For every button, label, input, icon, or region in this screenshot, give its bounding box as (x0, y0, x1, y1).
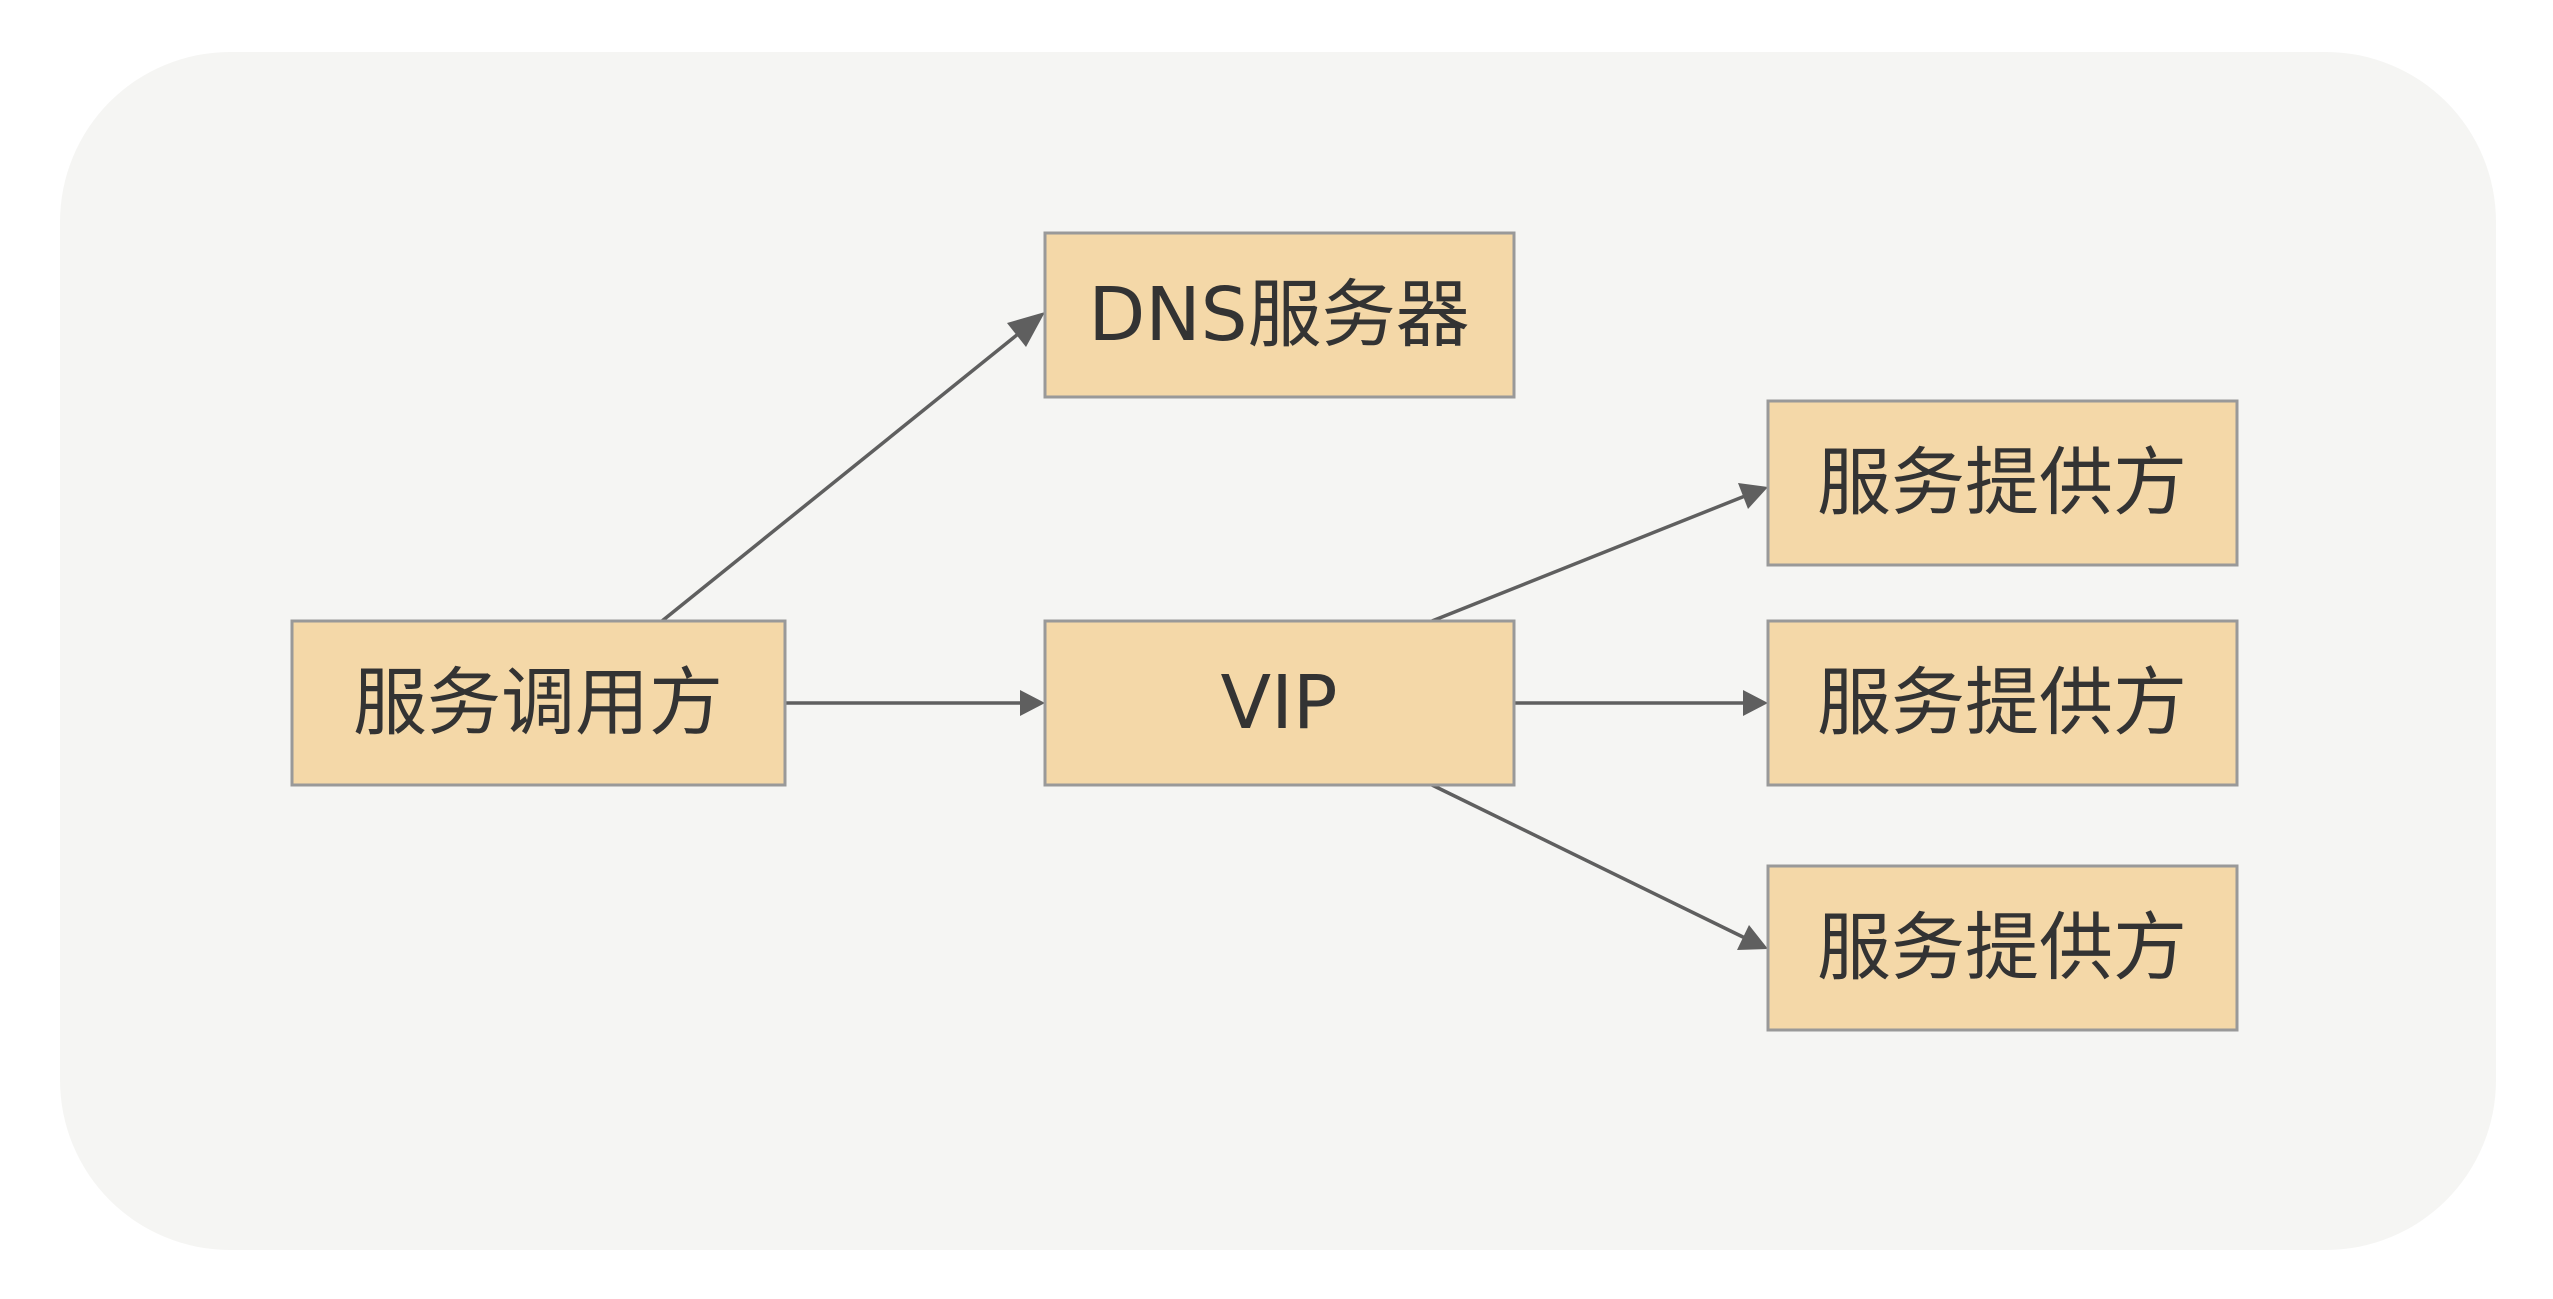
node-caller-box (290, 619, 787, 787)
edge-vip-to-provider-2 (1514, 690, 1768, 716)
node-provider-2-box (1766, 619, 2239, 787)
node-provider-3-label: 服务提供方 (1817, 905, 2187, 991)
node-provider-1-box (1766, 399, 2239, 567)
node-vip-label: VIP (1220, 660, 1337, 746)
arrow-head-icon (1737, 925, 1768, 950)
node-vip-box (1043, 619, 1516, 787)
node-provider-1-label: 服务提供方 (1817, 440, 2187, 526)
edges (660, 312, 1768, 950)
node-dns-server-box (1043, 231, 1516, 399)
edge-vip-to-provider-1 (1431, 483, 1768, 623)
arrow-head-icon (1743, 690, 1768, 716)
arrow-head-icon (1738, 483, 1768, 509)
edge-caller-to-vip (785, 690, 1045, 716)
node-provider-1: 服务提供方 (1766, 399, 2239, 567)
arrow-head-icon (1020, 690, 1045, 716)
node-caller: 服务调用方 (290, 619, 787, 787)
node-caller-label: 服务调用方 (353, 660, 723, 746)
node-dns-server: DNS服务器 (1043, 231, 1516, 399)
arrow-head-icon (1007, 312, 1045, 347)
node-provider-2: 服务提供方 (1766, 619, 2239, 787)
node-provider-3: 服务提供方 (1766, 864, 2239, 1032)
node-vip: VIP (1043, 619, 1516, 787)
edge-vip-to-provider-3 (1431, 783, 1768, 950)
node-dns-server-label: DNS服务器 (1088, 272, 1469, 358)
edge-caller-to-dns (660, 312, 1045, 623)
node-provider-2-label: 服务提供方 (1817, 660, 2187, 746)
node-provider-3-box (1766, 864, 2239, 1032)
